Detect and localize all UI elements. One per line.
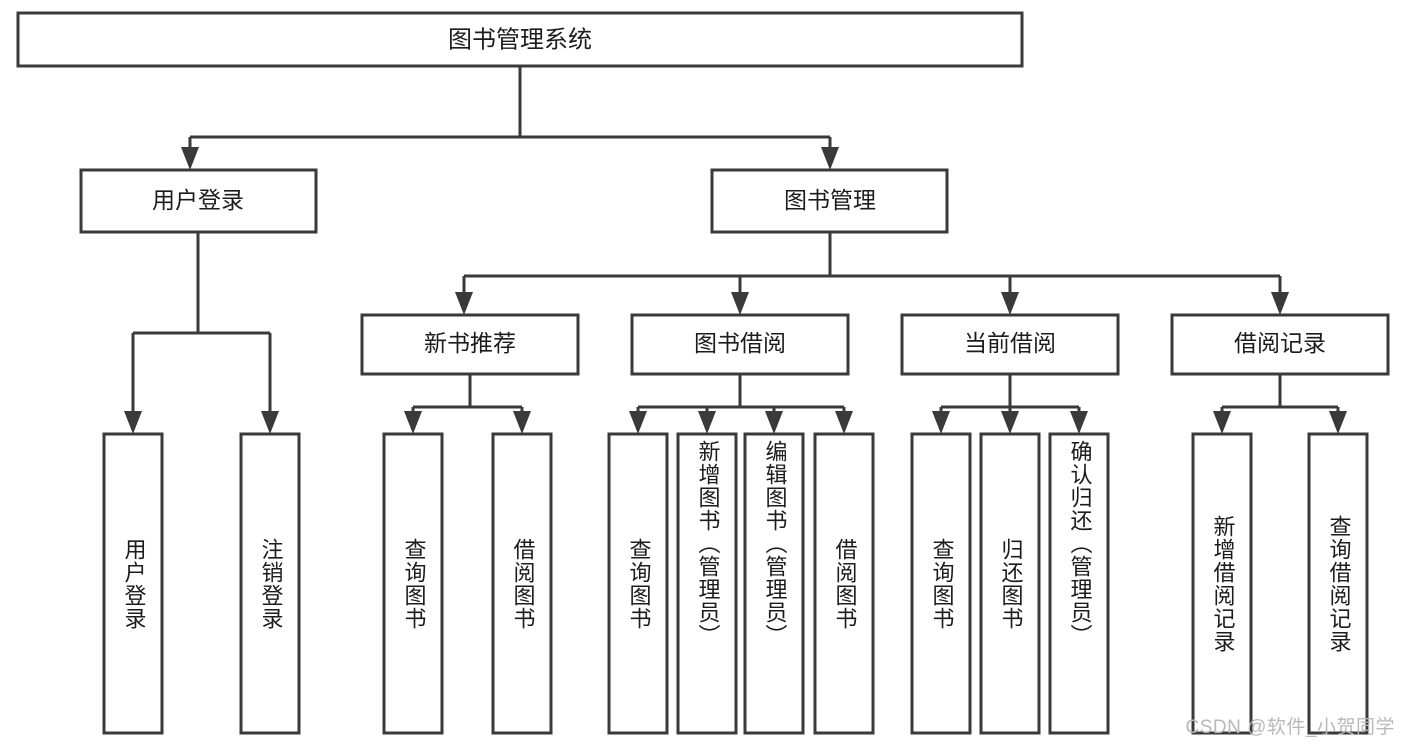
leaf-box-br-add-record[interactable] bbox=[1191, 432, 1253, 735]
node-user-login[interactable]: 用户登录 bbox=[79, 168, 318, 234]
arrow-to-current-borrow bbox=[1001, 292, 1019, 315]
node-user-login-label: 用户登录 bbox=[152, 187, 244, 213]
node-new-book-recommend[interactable]: 新书推荐 bbox=[360, 313, 580, 376]
arrow-leaf-cb-1 bbox=[932, 411, 950, 434]
arrow-to-book-manage bbox=[821, 147, 839, 170]
arrow-leaf-user-login bbox=[124, 411, 142, 434]
node-current-borrow[interactable]: 当前借阅 bbox=[900, 313, 1120, 376]
arrow-to-borrow bbox=[731, 292, 749, 315]
node-book-manage-box bbox=[710, 168, 949, 234]
leaf-box-bb-query-book[interactable] bbox=[607, 432, 669, 735]
node-root-box bbox=[16, 11, 1024, 68]
arrow-leaf-br-1 bbox=[1213, 411, 1231, 434]
connector-layer bbox=[124, 66, 1347, 434]
node-new-book-recommend-box bbox=[360, 313, 580, 376]
node-borrow-record-box bbox=[1170, 313, 1390, 376]
leaf-box-cb-return-book[interactable] bbox=[979, 432, 1041, 735]
node-new-book-recommend-label: 新书推荐 bbox=[424, 330, 516, 356]
arrow-to-new-book bbox=[455, 292, 473, 315]
leaf-box-layer bbox=[102, 432, 1369, 735]
node-book-manage-label: 图书管理 bbox=[784, 187, 876, 213]
leaf-box-cb-confirm-return[interactable] bbox=[1048, 432, 1110, 735]
leaf-box-bb-add-book[interactable] bbox=[676, 432, 738, 735]
arrow-leaf-bb-1 bbox=[629, 411, 647, 434]
node-book-manage[interactable]: 图书管理 bbox=[710, 168, 949, 234]
node-current-borrow-label: 当前借阅 bbox=[964, 330, 1056, 356]
csdn-watermark: CSDN @软件_小贺同学 bbox=[1185, 717, 1395, 738]
node-borrow-record-label: 借阅记录 bbox=[1234, 330, 1326, 356]
leaf-box-cb-query-book[interactable] bbox=[910, 432, 972, 735]
leaf-box-user-login[interactable] bbox=[102, 432, 164, 735]
arrow-leaf-bb-2 bbox=[698, 411, 716, 434]
node-root-label: 图书管理系统 bbox=[448, 26, 592, 53]
node-user-login-box bbox=[79, 168, 318, 234]
arrow-leaf-br-2 bbox=[1329, 411, 1347, 434]
node-book-borrow[interactable]: 图书借阅 bbox=[630, 313, 850, 376]
arrow-leaf-nb-2 bbox=[513, 411, 531, 434]
leaf-box-nb-query-book[interactable] bbox=[382, 432, 444, 735]
arrow-leaf-nb-1 bbox=[404, 411, 422, 434]
leaf-box-bb-edit-book[interactable] bbox=[743, 432, 805, 735]
arrow-leaf-bb-3 bbox=[765, 411, 783, 434]
leaf-box-br-query-record[interactable] bbox=[1307, 432, 1369, 735]
arrow-leaf-bb-4 bbox=[835, 411, 853, 434]
arrow-leaf-cb-2 bbox=[1001, 411, 1019, 434]
node-borrow-record[interactable]: 借阅记录 bbox=[1170, 313, 1390, 376]
leaf-box-logout[interactable] bbox=[239, 432, 301, 735]
leaf-box-nb-borrow-book[interactable] bbox=[491, 432, 553, 735]
leaf-box-bb-borrow-book[interactable] bbox=[813, 432, 875, 735]
node-book-borrow-label: 图书借阅 bbox=[694, 330, 786, 356]
node-root[interactable]: 图书管理系统 bbox=[16, 11, 1024, 68]
arrow-to-user-login bbox=[181, 147, 199, 170]
node-current-borrow-box bbox=[900, 313, 1120, 376]
arrow-to-borrow-record bbox=[1271, 292, 1289, 315]
arrow-leaf-cb-3 bbox=[1070, 411, 1088, 434]
node-book-borrow-box bbox=[630, 313, 850, 376]
arrow-leaf-logout bbox=[261, 411, 279, 434]
